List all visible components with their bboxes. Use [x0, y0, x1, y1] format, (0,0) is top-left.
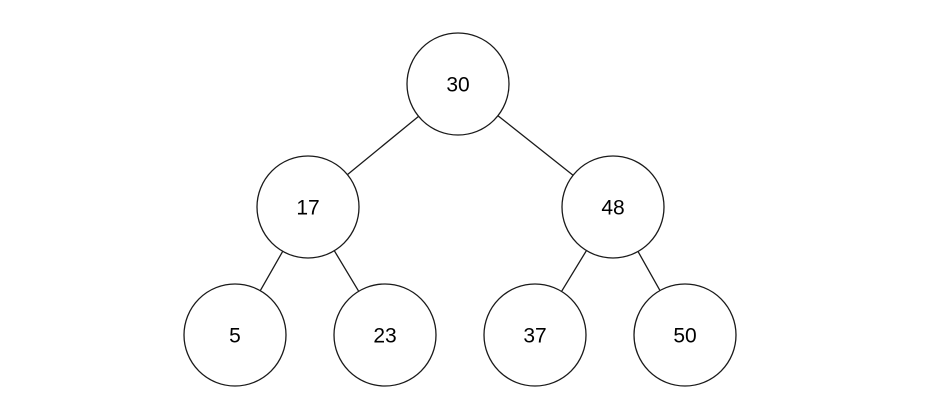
tree-node-5[interactable]: 5: [183, 283, 287, 387]
node-label-17: 17: [296, 197, 319, 220]
node-label-5: 5: [229, 325, 241, 348]
tree-edge-48-37: [560, 249, 588, 293]
tree-node-37[interactable]: 37: [483, 283, 587, 387]
edge-layer: [259, 115, 661, 293]
node-layer: 30 17 48 5 23 37 50: [183, 32, 737, 387]
node-label-48: 48: [601, 197, 624, 220]
tree-node-30[interactable]: 30: [406, 32, 510, 136]
tree-node-23[interactable]: 23: [333, 283, 437, 387]
node-circle-5: [183, 283, 287, 387]
tree-node-48[interactable]: 48: [561, 155, 665, 259]
tree-edge-30-48: [497, 115, 574, 176]
node-label-37: 37: [523, 325, 546, 348]
node-label-50: 50: [673, 325, 696, 348]
node-label-30: 30: [446, 74, 469, 97]
tree-edge-48-50: [637, 250, 661, 292]
tree-edge-30-17: [346, 115, 420, 176]
node-circle-17: [256, 155, 360, 259]
tree-node-50[interactable]: 50: [633, 283, 737, 387]
tree-edge-17-23: [333, 250, 360, 292]
node-label-23: 23: [373, 325, 396, 348]
tree-edge-17-5: [259, 250, 284, 292]
node-circle-23: [333, 283, 437, 387]
node-circle-50: [633, 283, 737, 387]
tree-node-17[interactable]: 17: [256, 155, 360, 259]
node-circle-30: [406, 32, 510, 136]
node-circle-48: [561, 155, 665, 259]
node-circle-37: [483, 283, 587, 387]
